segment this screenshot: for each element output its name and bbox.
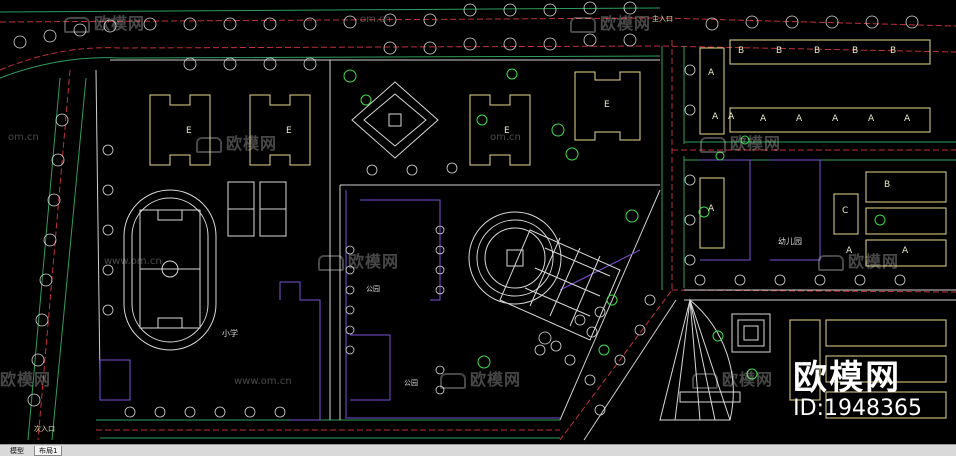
- building-label: A: [708, 204, 715, 214]
- watermark-brand: 欧模网: [0, 370, 52, 389]
- road-edges: [0, 7, 956, 441]
- watermark-id: ID:1948365: [793, 396, 922, 421]
- canopy-cluster: [366, 162, 606, 356]
- building-label: A: [712, 112, 719, 122]
- sports-field: [123, 181, 287, 351]
- watermark-brand: 欧模网: [64, 10, 145, 34]
- tab-layout-1[interactable]: 布局1: [34, 446, 63, 456]
- brand-logo-icon: [700, 136, 726, 153]
- brand-logo-icon: [440, 372, 466, 389]
- watermark-brand: 欧模网: [570, 10, 651, 34]
- watermark-brand: 欧模网: [196, 130, 277, 154]
- building-label: E: [186, 126, 192, 136]
- watermark-url: om.cn: [490, 132, 521, 143]
- central-plaza: [351, 81, 621, 341]
- watermark-url: om.cn: [8, 132, 39, 143]
- building-label: A: [902, 246, 909, 256]
- building-label: A: [728, 112, 735, 122]
- building-label: A: [708, 68, 715, 78]
- school-label: 小学: [222, 329, 238, 338]
- watermark-brand-large: 欧模网: [793, 358, 902, 398]
- watermark-url: www.om.cn: [234, 376, 292, 387]
- watermark-brand: 欧模网: [818, 248, 899, 272]
- building-label: B: [852, 46, 859, 56]
- watermark-brand: 欧模网: [318, 248, 399, 272]
- road-centerlines: [0, 17, 956, 441]
- building-label: A: [760, 114, 767, 124]
- building-label: A: [832, 114, 839, 124]
- tab-model[interactable]: 模型: [10, 447, 24, 455]
- brand-logo-icon: [692, 372, 718, 389]
- watermark-brand: 欧模网: [440, 366, 521, 390]
- building-label: A: [904, 114, 911, 124]
- park-label: 公园: [404, 379, 418, 387]
- building-label: A: [868, 114, 875, 124]
- cad-drawing-canvas[interactable]: [0, 0, 956, 444]
- purple-boundaries: [99, 159, 821, 421]
- brand-logo-icon: [570, 16, 596, 33]
- building-label: A: [796, 114, 803, 124]
- residential-blocks: [149, 39, 947, 419]
- entrance-label: 主入口: [652, 15, 673, 23]
- kindergarten-label: 幼儿园: [778, 237, 802, 246]
- building-label: A: [846, 246, 853, 256]
- building-label: B: [776, 46, 783, 56]
- building-label: E: [604, 100, 610, 110]
- brand-logo-icon: [64, 16, 90, 33]
- building-label: B: [814, 46, 821, 56]
- building-label: E: [286, 126, 292, 136]
- entrance-label: 次入口: [34, 425, 55, 433]
- brand-logo-icon: [818, 254, 844, 271]
- watermark-url: om.cn: [360, 14, 391, 25]
- building-label: B: [890, 46, 897, 56]
- layout-tab-bar: 模型 布局1: [0, 444, 956, 456]
- watermark-brand: 欧模网: [700, 130, 781, 154]
- street-trees: [13, 1, 919, 418]
- park-label: 公园: [366, 285, 380, 293]
- id-watermark: 欧模网 ID:1948365: [793, 360, 922, 422]
- building-label: C: [842, 206, 849, 216]
- building-label: B: [884, 180, 891, 190]
- building-label: E: [504, 126, 510, 136]
- watermark-brand: 欧模网: [692, 366, 773, 390]
- sector-plaza: [659, 298, 771, 421]
- building-label: B: [738, 46, 745, 56]
- brand-logo-icon: [196, 136, 222, 153]
- brand-logo-icon: [318, 254, 344, 271]
- watermark-url: www.om.cn: [104, 256, 162, 267]
- ornamental-trees: [343, 68, 886, 380]
